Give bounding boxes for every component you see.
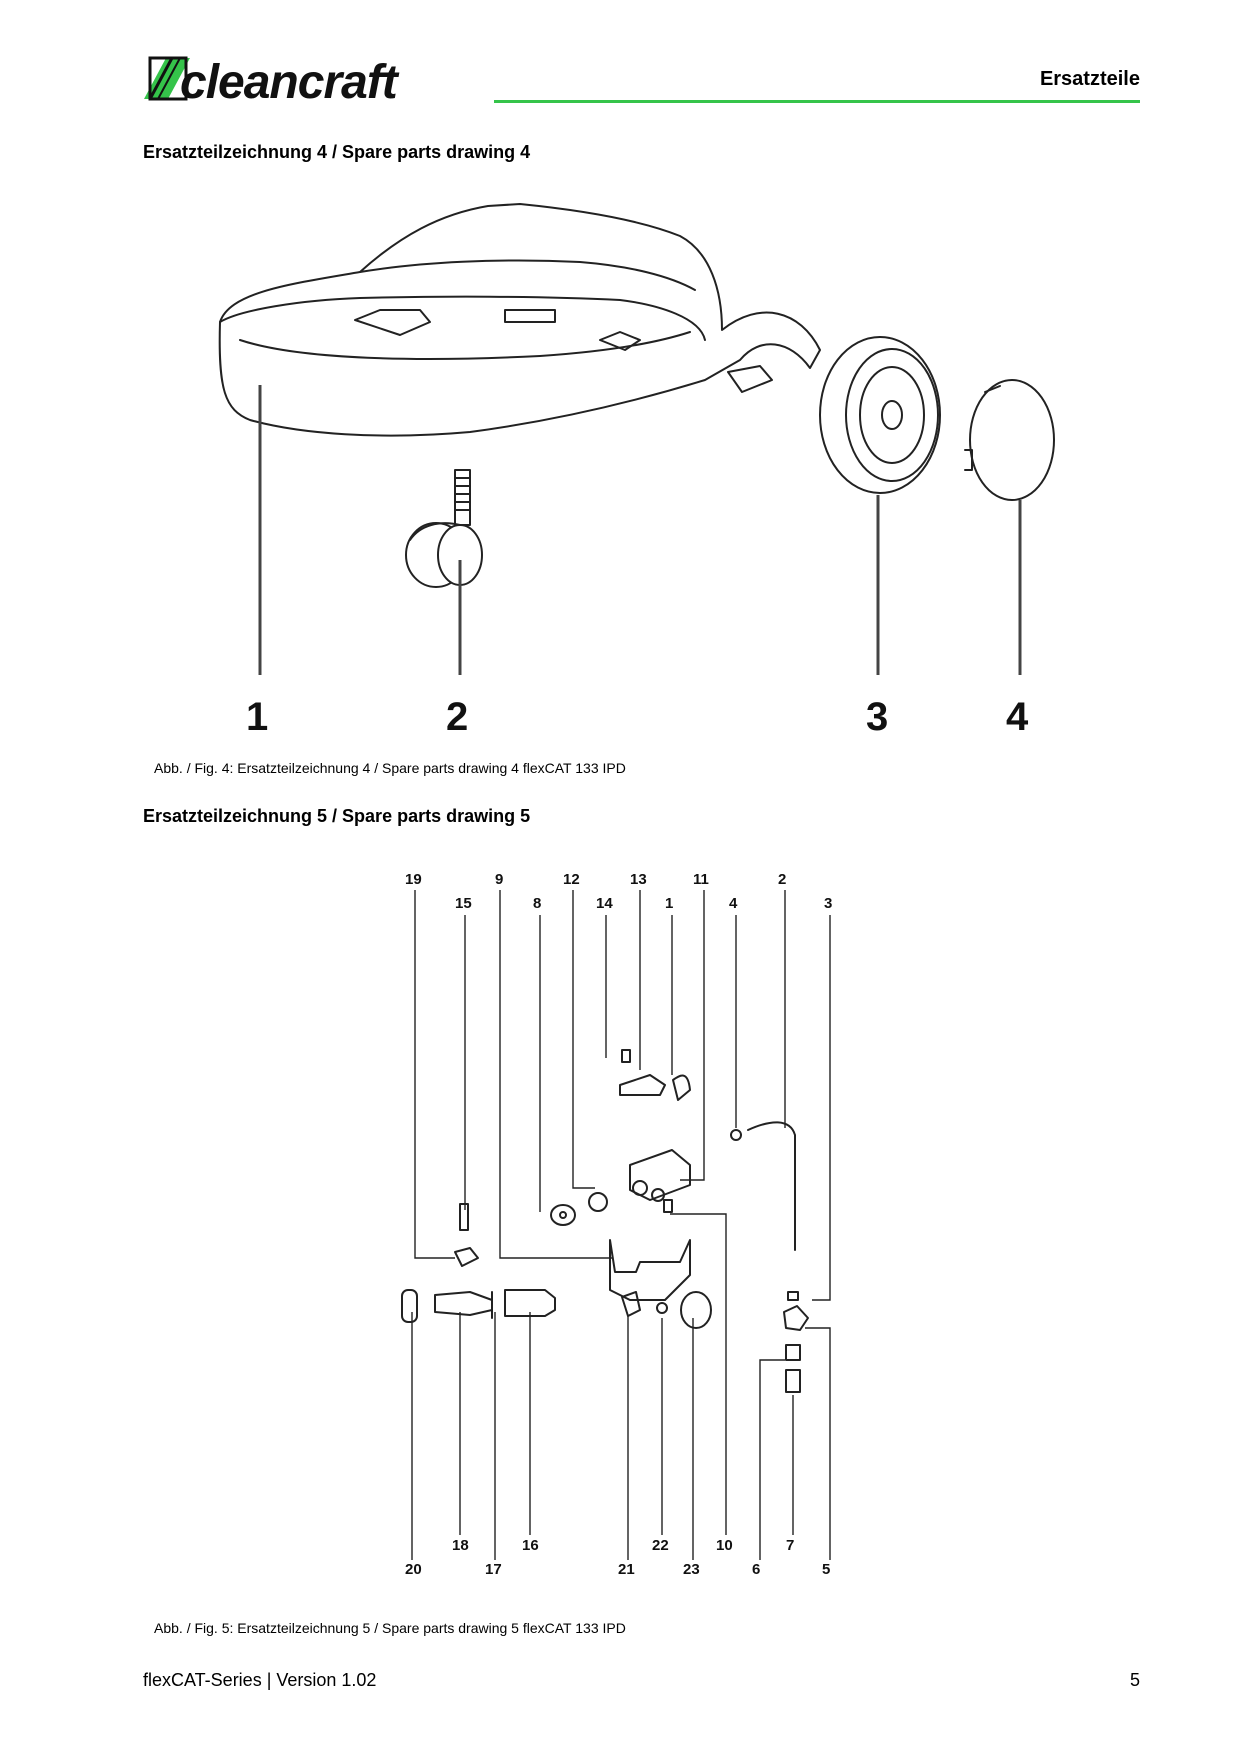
- cleancraft-logo: cleancraft: [144, 56, 401, 109]
- label-4-3: 3: [866, 695, 888, 739]
- caption-drawing-5: Abb. / Fig. 5: Ersatzteilzeichnung 5 / S…: [154, 1620, 626, 1636]
- label-5-15: 15: [455, 895, 472, 912]
- header-title: Ersatzteile: [1039, 68, 1140, 90]
- label-5-12: 12: [563, 871, 580, 888]
- label-5-6: 6: [752, 1561, 760, 1578]
- label-5-13: 13: [630, 871, 647, 888]
- label-4-4: 4: [1006, 695, 1029, 739]
- label-5-11: 11: [693, 871, 709, 888]
- base-housing: [218, 203, 821, 437]
- hub-cap: [964, 379, 1055, 501]
- label-5-23: 23: [683, 1561, 700, 1578]
- label-5-1: 1: [665, 895, 673, 912]
- drawing5-illustration: 19 9 12 13 11 2 15 8 14 1 4 3 18 16 22 1…: [401, 871, 832, 1578]
- label-5-8: 8: [533, 895, 541, 912]
- caster-wheel: [405, 469, 483, 588]
- label-5-19: 19: [405, 871, 422, 888]
- label-5-7: 7: [786, 1537, 794, 1554]
- label-5-17: 17: [485, 1561, 502, 1578]
- section-title-drawing-4: Ersatzteilzeichnung 4 / Spare parts draw…: [143, 142, 531, 162]
- label-5-2: 2: [778, 871, 786, 888]
- caption-drawing-4: Abb. / Fig. 4: Ersatzteilzeichnung 4 / S…: [154, 760, 626, 776]
- label-5-4: 4: [729, 895, 738, 912]
- label-5-18: 18: [452, 1537, 469, 1554]
- label-5-10: 10: [716, 1537, 733, 1554]
- label-5-22: 22: [652, 1537, 669, 1554]
- label-5-5: 5: [822, 1561, 830, 1578]
- label-4-2: 2: [446, 695, 468, 739]
- brand-logo-text: cleancraft: [180, 56, 400, 109]
- label-5-21: 21: [618, 1561, 635, 1578]
- label-5-14: 14: [596, 895, 613, 912]
- label-5-20: 20: [405, 1561, 422, 1578]
- rear-wheel: [819, 336, 941, 494]
- footer-page-number: 5: [1129, 1670, 1140, 1690]
- label-5-16: 16: [522, 1537, 539, 1554]
- label-4-1: 1: [246, 695, 268, 739]
- header-rule: [494, 100, 1140, 103]
- label-5-3: 3: [824, 895, 832, 912]
- section-title-drawing-5: Ersatzteilzeichnung 5 / Spare parts draw…: [143, 806, 531, 826]
- footer-series-version: flexCAT-Series | Version 1.02: [143, 1670, 377, 1690]
- part-screws-and-fittings: [401, 1049, 809, 1393]
- label-5-9: 9: [495, 871, 503, 888]
- drawing4-illustration: 1 2 3 4: [218, 203, 1055, 739]
